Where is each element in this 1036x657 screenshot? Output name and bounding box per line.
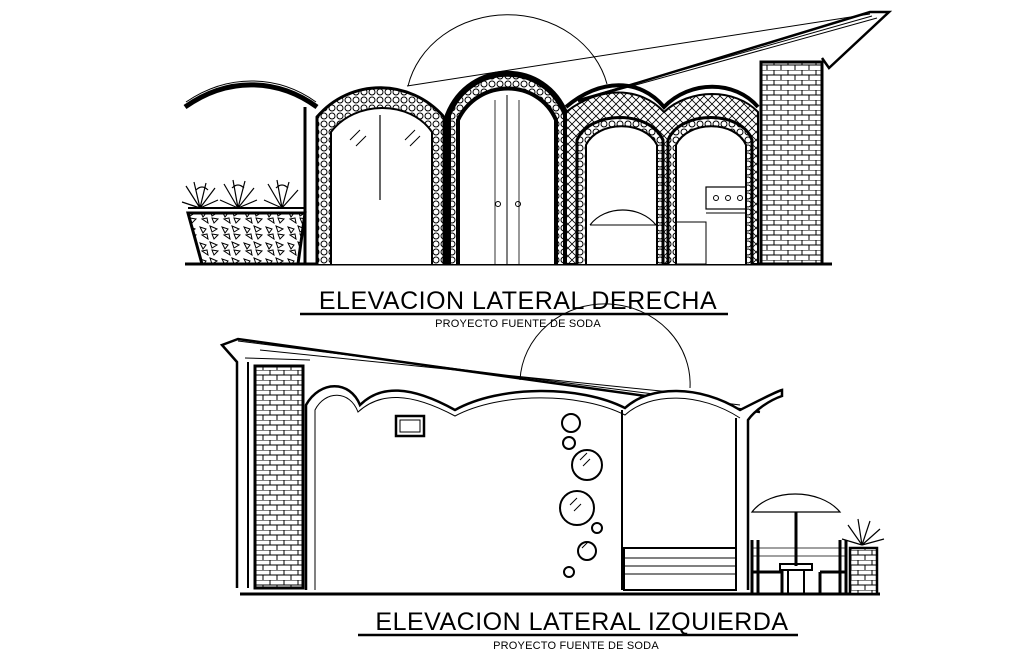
- brick-column-left: [253, 364, 305, 590]
- planter-right: [841, 518, 885, 596]
- title-block-top: ELEVACION LATERAL DERECHA PROYECTO FUENT…: [300, 287, 728, 330]
- right-elevation: [181, 10, 893, 266]
- title-block-bottom: ELEVACION LATERAL IZQUIERDA PROYECTO FUE…: [358, 608, 798, 652]
- left-elevation: [219, 303, 885, 596]
- plants-left: [181, 179, 299, 209]
- terrace-umbrella: [750, 493, 848, 594]
- left-elevation-subtitle: PROYECTO FUENTE DE SODA: [493, 640, 659, 652]
- bench: [623, 547, 737, 591]
- main-door-arch: [445, 70, 569, 264]
- bubble-decoration: [559, 413, 603, 578]
- arcade-right: [564, 83, 760, 265]
- window-arch: [315, 86, 446, 264]
- right-elevation-subtitle: PROYECTO FUENTE DE SODA: [435, 318, 601, 330]
- planter-left: [186, 207, 307, 266]
- right-elevation-title: ELEVACION LATERAL DERECHA: [319, 287, 717, 315]
- left-elevation-title: ELEVACION LATERAL IZQUIERDA: [375, 608, 788, 636]
- brick-column-right: [759, 60, 824, 266]
